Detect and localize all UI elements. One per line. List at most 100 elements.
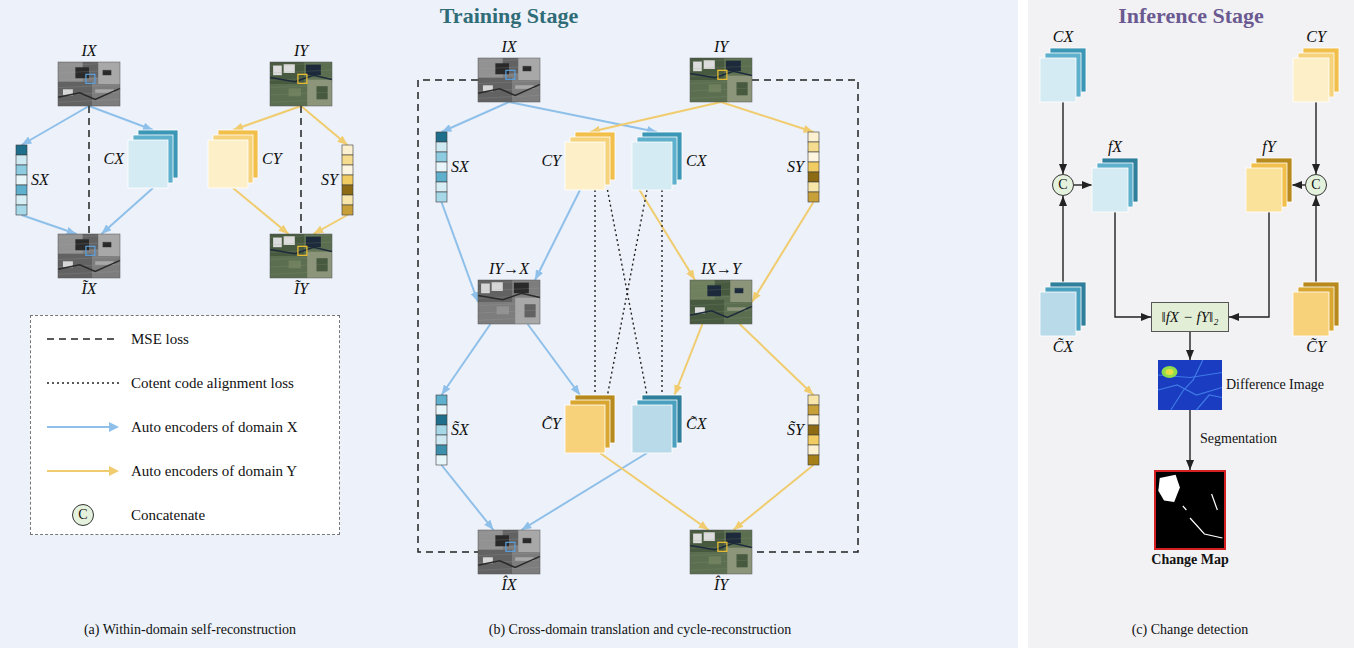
code-vector xyxy=(342,145,353,215)
feature-stack xyxy=(1040,48,1086,102)
feature-stack xyxy=(128,130,178,188)
node-label: SY xyxy=(787,158,804,176)
image-thumbnail xyxy=(1158,360,1222,410)
flow-arrow xyxy=(313,215,347,234)
code-vector xyxy=(16,145,27,215)
feature-stack xyxy=(1246,158,1292,212)
legend-text: Concatenate xyxy=(131,507,205,524)
flow-arrow xyxy=(528,324,580,395)
node-label: IX→Y xyxy=(701,260,741,278)
subfigure-caption: (b) Cross-domain translation and cycle-r… xyxy=(489,622,791,639)
concat-symbol: C xyxy=(72,504,94,526)
image-thumbnail xyxy=(478,58,540,102)
mse-loss-line xyxy=(300,106,302,234)
flow-arrow xyxy=(640,190,695,280)
flow-arrow xyxy=(1315,102,1316,174)
node-label: ĨX xyxy=(81,280,96,298)
flow-arrow xyxy=(721,102,814,132)
image-thumbnail xyxy=(478,530,540,574)
content-code-block: C̃Y xyxy=(1293,282,1339,336)
node-label: IY→X xyxy=(489,260,529,278)
node-label: SX xyxy=(31,171,49,189)
image-thumbnail xyxy=(690,58,752,102)
image-node: IX xyxy=(478,58,540,102)
node-label: fX xyxy=(1108,138,1122,156)
content-code-block: C̃X xyxy=(632,395,682,453)
subfigure-caption: (c) Change detection xyxy=(1132,622,1249,639)
legend-text: MSE loss xyxy=(131,331,189,348)
legend-box: MSE lossCotent code alignment lossAuto e… xyxy=(30,315,340,535)
node-label: IX xyxy=(501,38,516,56)
feature-stack xyxy=(565,132,615,190)
flow-arrow xyxy=(233,188,289,234)
style-code-bar: SX xyxy=(436,132,447,202)
flow-arrow xyxy=(733,465,813,530)
node-label: CY xyxy=(262,150,282,168)
node-label: C̃Y xyxy=(541,415,561,433)
code-vector xyxy=(808,132,819,202)
inference-panel-ground xyxy=(1028,0,1354,648)
node-label: ÎY xyxy=(714,576,728,594)
content-code-block: CY xyxy=(208,130,258,188)
flow-arrow xyxy=(1074,184,1092,185)
style-code-bar: S̃X xyxy=(436,395,447,465)
legend-row: MSE loss xyxy=(31,326,339,352)
node-label: S̃X xyxy=(451,421,469,439)
feature-stack xyxy=(565,395,615,453)
content-code-block: CY xyxy=(565,132,615,190)
node-label: C̃X xyxy=(1053,338,1073,356)
legend-text: Auto encoders of domain X xyxy=(131,419,298,436)
image-node: IY→X xyxy=(478,280,540,324)
flow-arrow xyxy=(101,188,153,234)
flow-arrow xyxy=(740,324,814,395)
flow-arrow xyxy=(442,102,510,132)
node-label: CX xyxy=(104,150,124,168)
feature-stack xyxy=(1092,158,1138,212)
flow-arrow xyxy=(1292,184,1305,185)
image-node: IY xyxy=(690,58,752,102)
image-node: ÎY xyxy=(690,530,752,574)
legend-row: Cotent code alignment loss xyxy=(31,370,339,396)
flow-arrow xyxy=(22,215,77,234)
image-node: IX xyxy=(58,62,120,106)
content-code-block: CX xyxy=(1040,48,1086,102)
image-thumbnail xyxy=(270,234,332,278)
legend-row: C Concatenate xyxy=(31,502,339,528)
node-text: ‖fX − fY‖₂ xyxy=(1161,308,1218,326)
content-code-block: C̃X xyxy=(1040,282,1086,336)
node-label: ÎX xyxy=(501,576,516,594)
content-code-block: CX xyxy=(632,132,682,190)
image-node: ÎX xyxy=(478,530,540,574)
image-thumbnail xyxy=(58,62,120,106)
style-code-bar: S̃Y xyxy=(808,395,819,465)
node-label: SY xyxy=(321,171,338,189)
node-label: Change Map xyxy=(1151,552,1228,567)
flow-arrow xyxy=(89,106,153,130)
code-vector xyxy=(436,395,447,465)
flow-arrow xyxy=(535,190,580,280)
legend-line-sample xyxy=(43,458,123,484)
image-thumbnail xyxy=(690,530,752,574)
mse-loss-line xyxy=(88,106,90,234)
image-node: IX→Y xyxy=(690,280,752,324)
node-label: IY xyxy=(714,38,728,56)
panel-title: Inference Stage xyxy=(1028,3,1354,28)
flow-arrow xyxy=(1115,212,1151,317)
flow-arrow xyxy=(233,106,301,130)
flow-arrow xyxy=(1315,196,1316,282)
flow-arrow xyxy=(1062,102,1063,174)
feature-stack xyxy=(632,132,682,190)
flow-arrow xyxy=(1229,212,1269,317)
code-vector xyxy=(808,395,819,465)
image-thumbnail xyxy=(1154,470,1226,550)
legend-line-sample xyxy=(43,414,123,440)
concat-letter: C xyxy=(78,508,87,522)
flow-arrow xyxy=(442,202,479,302)
image-thumbnail xyxy=(58,234,120,278)
flow-arrow xyxy=(1062,196,1063,282)
legend-line-sample xyxy=(43,326,123,352)
concat-circle: C xyxy=(1052,174,1074,196)
flow-arrow xyxy=(1189,332,1190,360)
alignment-loss-line xyxy=(661,190,662,395)
legend-text: Cotent code alignment loss xyxy=(131,375,294,392)
